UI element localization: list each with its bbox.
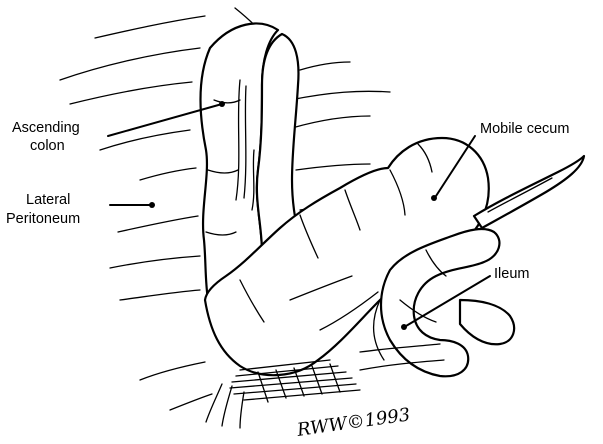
label-lateral-peritoneum-line1: Lateral [26,192,70,208]
label-ascending-colon-line1: Ascending [12,120,80,136]
artist-signature: RWW©1993 [295,404,412,441]
appendix [474,156,584,228]
label-mobile-cecum: Mobile cecum [480,121,569,137]
label-ascending-colon-line2: colon [30,138,65,154]
label-lateral-peritoneum-line2: Peritoneum [6,211,80,227]
label-ileum: Ileum [494,266,529,282]
